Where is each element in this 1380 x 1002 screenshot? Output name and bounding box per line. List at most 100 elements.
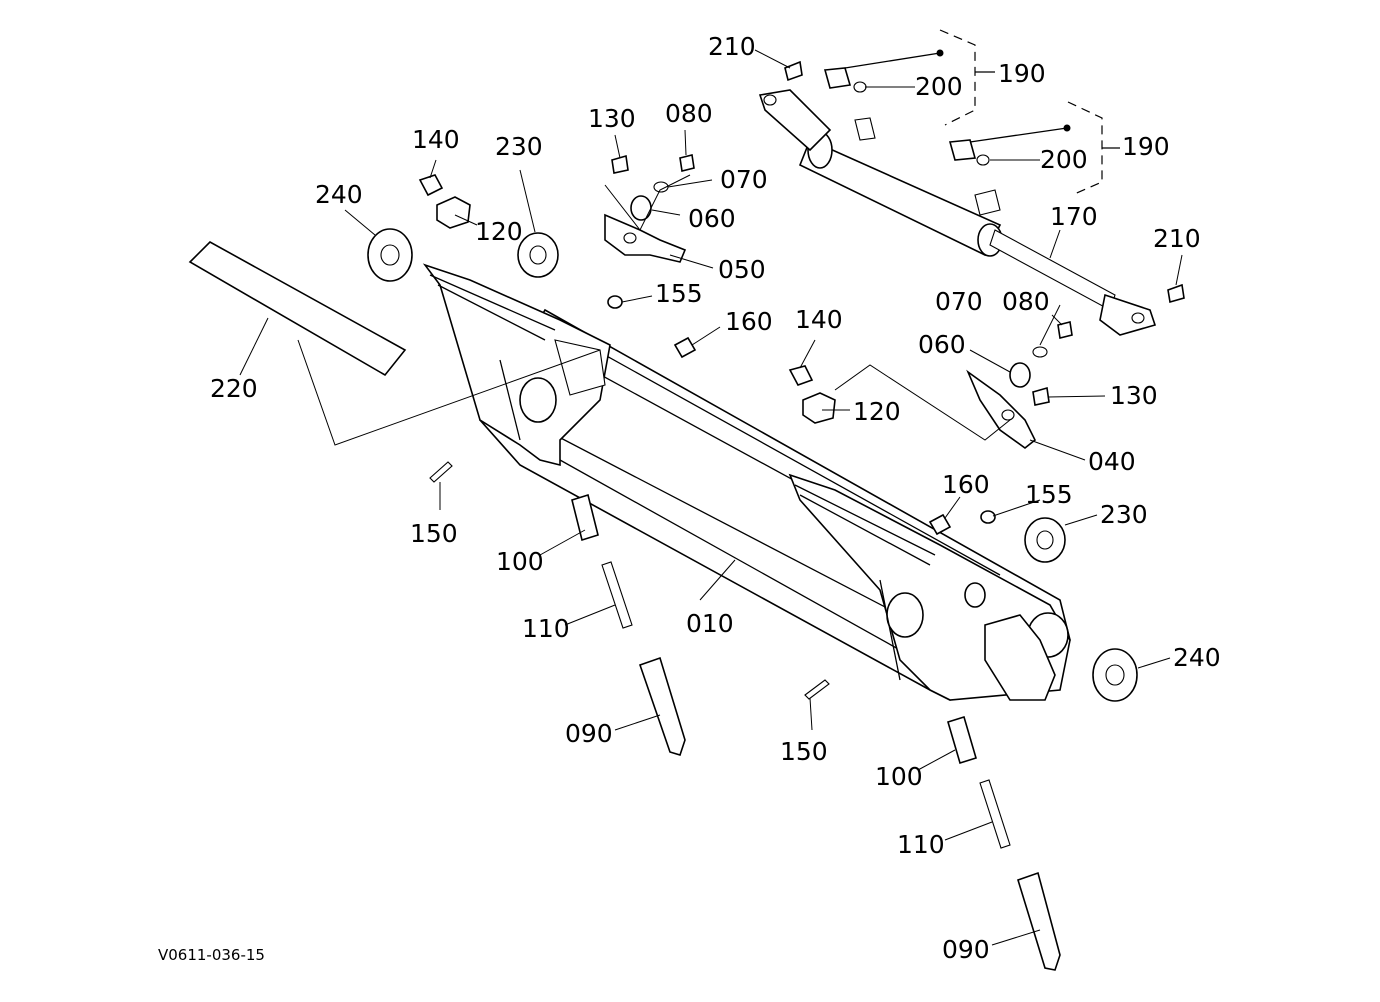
leader-130-lower <box>1047 395 1106 398</box>
pin-110-left <box>601 561 633 629</box>
label-150-right: 150 <box>780 737 828 766</box>
label-140-right: 140 <box>795 305 843 334</box>
document-code: V0611-036-15 <box>158 946 265 964</box>
leader-140-right <box>799 339 816 369</box>
leader-230-left <box>519 169 536 233</box>
bolt-080-lower <box>1057 321 1073 339</box>
bracket-190-lower <box>1067 101 1103 196</box>
leader-080-lower <box>1051 314 1063 326</box>
label-140-left: 140 <box>412 125 460 154</box>
label-240-right: 240 <box>1173 643 1221 672</box>
label-090-right: 090 <box>942 935 990 964</box>
frame-assembly <box>422 263 1071 701</box>
nipple-160-lower <box>928 513 952 536</box>
label-150-left: 150 <box>410 519 458 548</box>
frame-left-bracket-rail <box>437 284 546 341</box>
plug-155-lower <box>980 510 996 524</box>
frame-right-web <box>879 579 901 681</box>
leader-130-upper <box>614 134 621 159</box>
cylinder-rod-eye <box>1099 293 1157 336</box>
leader-130-050-group <box>604 174 691 231</box>
frame-right-boss <box>886 592 924 638</box>
leader-090-left <box>614 714 661 731</box>
shim-240-left-hole <box>380 244 400 266</box>
oring-200-lower <box>976 154 990 166</box>
leader-070-lower <box>1039 304 1061 346</box>
leader-170 <box>1049 229 1061 259</box>
label-200-upper: 200 <box>915 72 963 101</box>
fitting-200-upper <box>823 67 852 89</box>
bolt-130-lower <box>1032 386 1050 406</box>
lever-040-hole <box>1001 409 1015 421</box>
leader-110-left <box>564 604 616 626</box>
label-190-lower: 190 <box>1122 132 1170 161</box>
oring-200-upper <box>853 81 867 93</box>
label-190-upper: 190 <box>998 59 1046 88</box>
cylinder-rod-eye-hole <box>1131 312 1145 324</box>
spring-060-upper <box>630 195 652 221</box>
spring-100-left <box>571 493 599 542</box>
label-130-upper: 130 <box>588 104 636 133</box>
leader-100-left <box>539 529 586 556</box>
frame-left-web <box>499 359 521 441</box>
cylinder-assembly <box>758 89 1157 336</box>
leader-040 <box>1029 439 1086 461</box>
label-080-lower: 080 <box>1002 287 1050 316</box>
frame-left-bracket <box>422 263 611 467</box>
label-plate-220 <box>188 241 407 377</box>
label-120-right: 120 <box>853 397 901 426</box>
link-190-upper <box>844 52 941 69</box>
label-155-upper: 155 <box>655 279 703 308</box>
fitting-200-lower <box>948 139 977 161</box>
cylinder-clevis <box>758 89 832 152</box>
frame-right-bracket-rail <box>799 494 931 566</box>
leader-220-ref <box>297 339 601 446</box>
leader-210-upper <box>754 49 791 69</box>
leader-090-right <box>991 929 1041 946</box>
frame-top-ridge <box>559 329 1001 576</box>
leader-110-right <box>944 821 993 841</box>
leader-010 <box>699 559 736 601</box>
pin-150-right <box>804 679 830 700</box>
leader-160-lower <box>944 496 961 519</box>
leader-060-lower <box>969 349 1011 373</box>
lever-040 <box>966 369 1037 450</box>
label-210-upper: 210 <box>708 32 756 61</box>
leader-155-lower <box>992 499 1041 517</box>
bracket-190-upper <box>939 29 976 126</box>
washer-230-right-hole <box>1036 530 1054 550</box>
leader-220 <box>239 317 269 376</box>
label-060-lower: 060 <box>918 330 966 359</box>
label-080-upper: 080 <box>665 99 713 128</box>
label-210-right: 210 <box>1153 224 1201 253</box>
cylinder-port-upper <box>854 117 876 141</box>
pin-150-left <box>429 461 453 483</box>
label-170: 170 <box>1050 202 1098 231</box>
label-160-lower: 160 <box>942 470 990 499</box>
label-160-upper: 160 <box>725 307 773 336</box>
label-120-left: 120 <box>475 217 523 246</box>
leader-140-left <box>429 159 437 179</box>
label-050: 050 <box>718 255 766 284</box>
leader-240-right <box>1137 657 1171 669</box>
label-090-left: 090 <box>565 719 613 748</box>
leader-050 <box>669 254 714 269</box>
frame-left-hinge-block <box>554 339 606 396</box>
label-230-left: 230 <box>495 132 543 161</box>
washer-070-lower <box>1032 346 1048 358</box>
part-labels: 210 200 190 200 190 170 210 130 080 070 … <box>210 32 1221 964</box>
bolt-210-right <box>1167 283 1185 304</box>
bolt-130-upper <box>611 154 629 174</box>
leader-230-right <box>1064 514 1098 526</box>
frame-right-bracket-edge <box>794 484 936 556</box>
leader-210-right <box>1175 254 1183 286</box>
block-120-right <box>802 392 836 424</box>
leader-120-040-group <box>834 364 1011 441</box>
label-060-upper: 060 <box>688 204 736 233</box>
leader-070-upper <box>667 179 713 188</box>
assembly-brackets <box>844 29 1120 196</box>
lever-050-hole <box>623 232 637 244</box>
nut-140-left <box>418 174 444 197</box>
leader-lines <box>239 49 1183 946</box>
